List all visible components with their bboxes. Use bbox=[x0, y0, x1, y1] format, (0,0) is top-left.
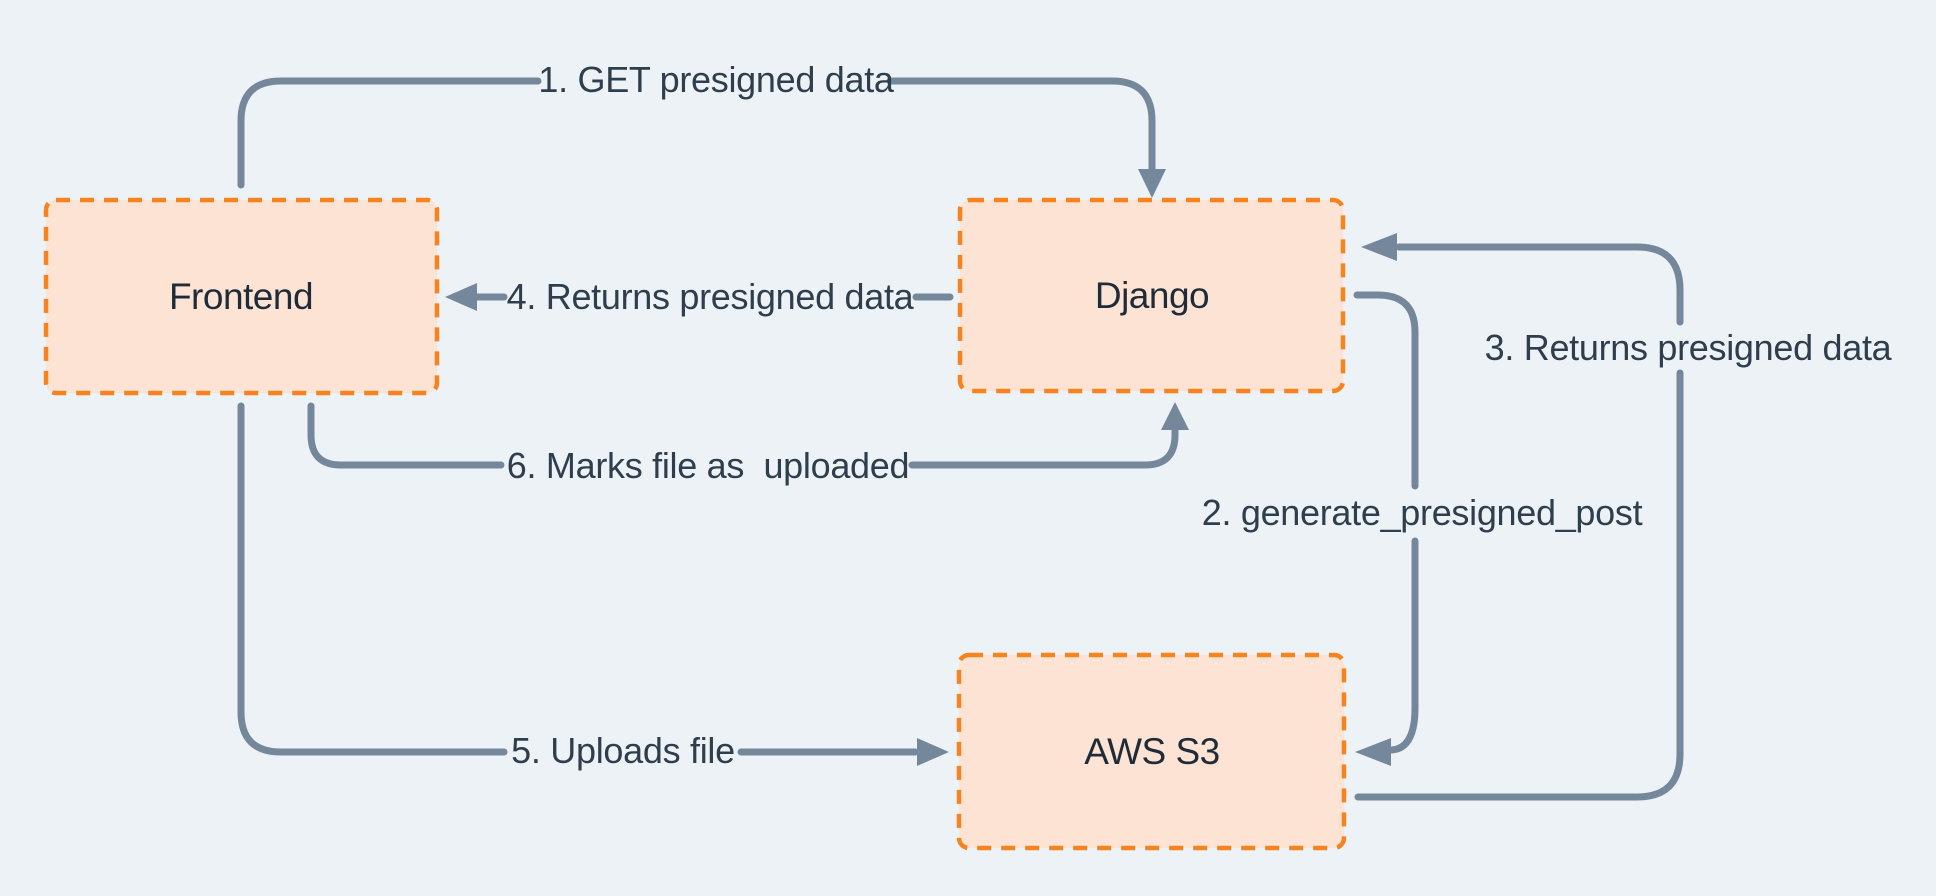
edge-4-label: 4. Returns presigned data bbox=[506, 276, 914, 317]
edge-2-line-lower bbox=[1388, 537, 1419, 754]
edge-2-label: 2. generate_presigned_post bbox=[1201, 492, 1643, 533]
aws-s3-node-label: AWS S3 bbox=[1084, 731, 1220, 772]
edge-5-arrowhead-right-icon bbox=[917, 738, 949, 766]
edge-6-line-left bbox=[307, 402, 505, 469]
edge-3-label: 3. Returns presigned data bbox=[1484, 327, 1892, 368]
edge-1-label: 1. GET presigned data bbox=[538, 59, 894, 100]
edge-1-arrowhead-down-icon bbox=[1138, 169, 1166, 198]
django-node-box bbox=[957, 197, 1346, 394]
edge-3-line-upper bbox=[1395, 243, 1684, 326]
frontend-node-label: Frontend bbox=[168, 276, 314, 317]
edge-1-line-right bbox=[886, 77, 1156, 174]
edge-4-arrowhead-left-icon bbox=[445, 283, 477, 311]
django-node-label: Django bbox=[1094, 275, 1210, 316]
edge-6-label: 6. Marks file as uploaded bbox=[506, 445, 910, 486]
edge-6-arrowhead-up-icon bbox=[1161, 402, 1189, 430]
edge-2-arrowhead-left-icon bbox=[1355, 738, 1391, 766]
edge-6-line-right bbox=[908, 426, 1179, 469]
aws-s3-node-box bbox=[956, 652, 1347, 851]
edge-5-line-left bbox=[237, 402, 508, 756]
edge-2-line-upper bbox=[1353, 291, 1419, 490]
edge-5-label: 5. Uploads file bbox=[511, 730, 735, 771]
frontend-node-box bbox=[43, 197, 440, 396]
edge-3-line-lower bbox=[1354, 369, 1684, 801]
edge-1-line-left bbox=[237, 77, 542, 189]
edge-3-arrowhead-left-icon bbox=[1361, 233, 1397, 261]
